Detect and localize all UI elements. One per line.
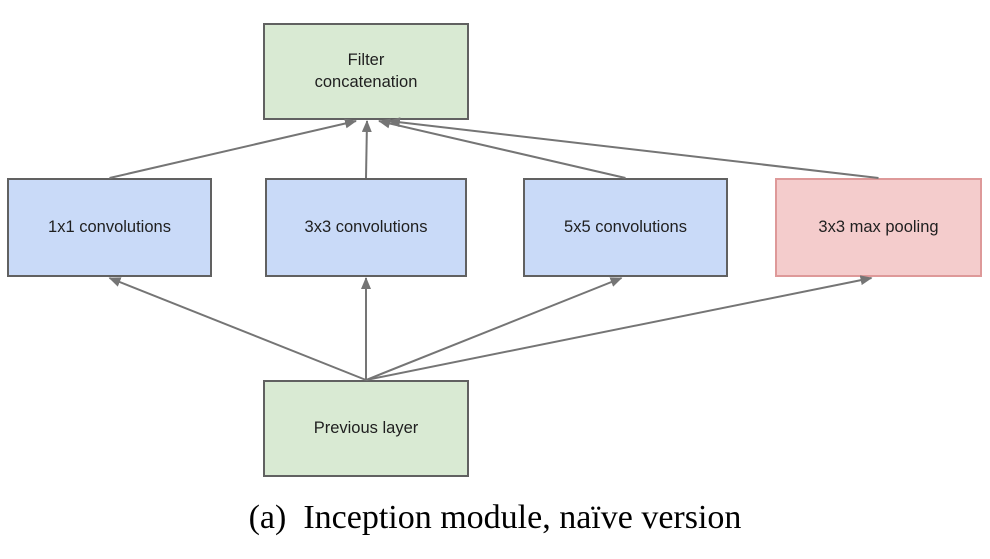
node-conv1x1: 1x1 convolutions [7, 178, 212, 277]
edge-conv5x5-to-filter-concat [378, 118, 626, 179]
node-label: 3x3 convolutions [304, 217, 428, 236]
edge-previous-layer-to-maxpool3x3 [365, 275, 873, 381]
node-label: 1x1 convolutions [48, 217, 171, 236]
node-previous-layer: Previous layer [263, 380, 469, 477]
node-conv3x3: 3x3 convolutions [265, 178, 467, 277]
edge-previous-layer-to-conv1x1 [108, 277, 367, 381]
node-label: 3x3 max pooling [818, 217, 939, 236]
edge-maxpool3x3-to-filter-concat [388, 117, 879, 179]
node-label: 5x5 convolutions [564, 217, 687, 236]
node-maxpool3x3: 3x3 max pooling [775, 178, 982, 277]
node-label: Previous layer [313, 418, 419, 437]
node-filter-concat: Filter concatenation [263, 23, 469, 120]
edge-previous-layer-to-conv5x5 [365, 277, 623, 381]
figure-caption: (a) Inception module, naïve version [248, 499, 742, 536]
node-conv5x5: 5x5 convolutions [523, 178, 728, 277]
edge-conv3x3-to-filter-concat [361, 120, 372, 179]
node-label: Filter concatenation [314, 51, 418, 91]
edge-conv1x1-to-filter-concat [109, 118, 357, 179]
